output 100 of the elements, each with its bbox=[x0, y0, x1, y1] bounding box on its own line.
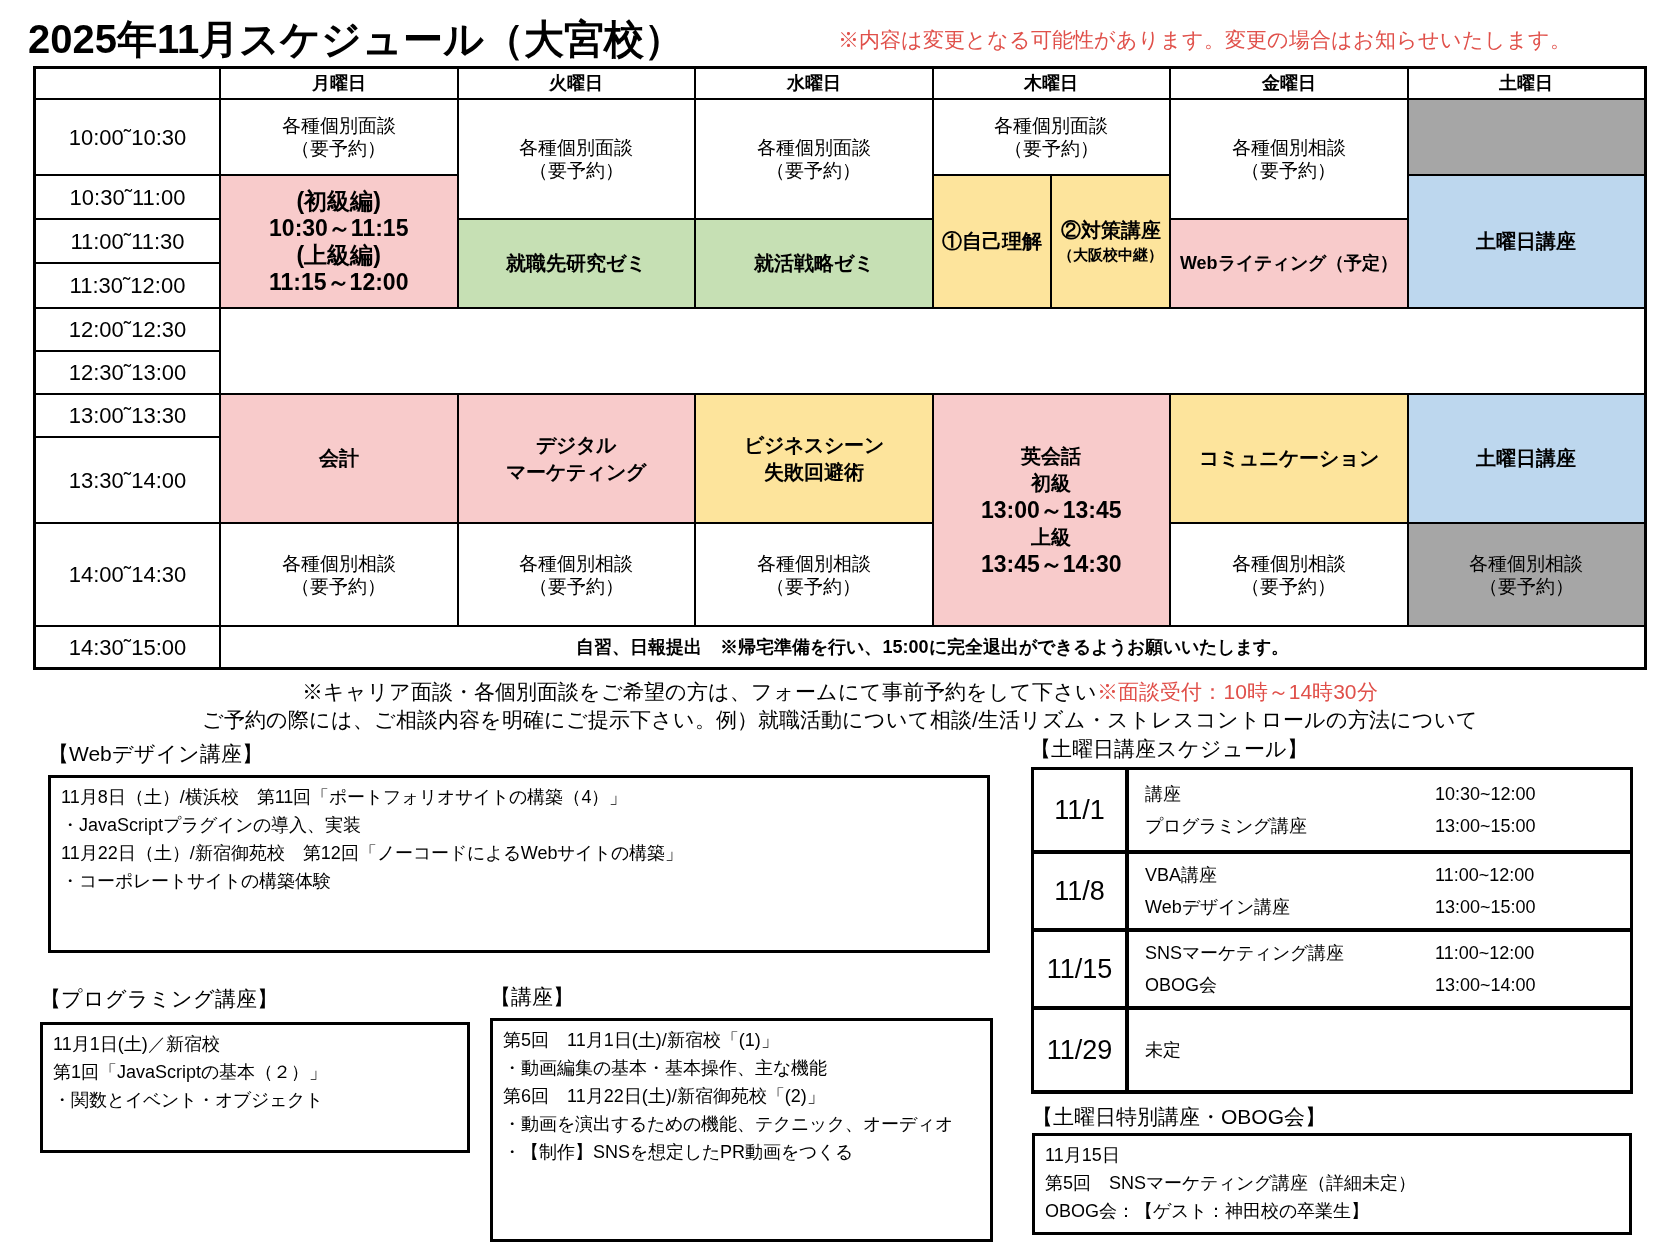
class-name: 上級 bbox=[1031, 524, 1072, 550]
course-time: 13:00~15:00 bbox=[1435, 815, 1536, 837]
time-slot: 10:30˜11:00 bbox=[69, 180, 186, 214]
section-heading: 【土曜日講座スケジュール】 bbox=[1030, 736, 1308, 762]
cell-text: 金曜日 bbox=[1261, 72, 1316, 95]
section-heading: 【講座】 bbox=[490, 984, 575, 1010]
info-text: ・【制作】SNSを想定したPR動画をつくる bbox=[503, 1141, 854, 1163]
info-text: ・動画編集の基本・基本操作、主な機能 bbox=[503, 1057, 828, 1079]
section-heading: 【土曜日特別講座・OBOG会】 bbox=[1032, 1104, 1327, 1130]
info-text: 11月1日(土)／新宿校 bbox=[53, 1033, 221, 1055]
class-name: (初級編) bbox=[296, 187, 381, 215]
cell-text: 土曜日 bbox=[1499, 72, 1554, 95]
cell-text: 各種個別相談 bbox=[519, 551, 634, 575]
info-text: ・関数とイベント・オブジェクト bbox=[53, 1089, 324, 1111]
info-text: 第5回 SNSマーケティング講座（詳細未定） bbox=[1045, 1172, 1418, 1194]
cell-text: 水曜日 bbox=[786, 72, 841, 95]
time-slot: 11:30˜12:00 bbox=[69, 269, 186, 302]
course-name: OBOG会 bbox=[1145, 974, 1218, 996]
class-name: マーケティング bbox=[506, 459, 647, 485]
class-name: 土曜日講座 bbox=[1476, 446, 1577, 471]
info-text: 11月22日（土）/新宿御苑校 第12回「ノーコードによるWebサイトの構築」 bbox=[61, 842, 685, 864]
info-text: 11月8日（土）/横浜校 第11回「ポートフォリオサイトの構築（4）」 bbox=[61, 786, 629, 808]
cell-text: 月曜日 bbox=[311, 72, 366, 95]
course-name: 未定 bbox=[1145, 1039, 1182, 1061]
class-name: 13:00～13:45 bbox=[980, 496, 1122, 524]
cell-text: （要予約） bbox=[1241, 574, 1337, 598]
info-text: ・JavaScriptプラグインの導入、実装 bbox=[61, 814, 363, 836]
course-name: Webデザイン講座 bbox=[1145, 896, 1291, 918]
section-heading: 【Webデザイン講座】 bbox=[48, 741, 264, 767]
info-text: ・コーポレートサイトの構築体験 bbox=[61, 870, 332, 892]
cell-text: 各種個別相談 bbox=[1469, 551, 1584, 575]
time-slot: 14:00˜14:30 bbox=[68, 558, 187, 591]
class-name: 失敗回避術 bbox=[763, 459, 864, 485]
class-name: 土曜日講座 bbox=[1476, 229, 1577, 254]
info-text: OBOG会：【ゲスト：神田校の卒業生】 bbox=[1045, 1200, 1370, 1222]
course-name: SNSマーケティング講座 bbox=[1145, 942, 1345, 964]
course-time: 13:00~15:00 bbox=[1435, 896, 1536, 918]
course-name: 講座 bbox=[1145, 783, 1182, 805]
note-text: ※面談受付：10時～14時30分 bbox=[1097, 679, 1378, 705]
cell-text: （要予約） bbox=[528, 574, 624, 598]
class-name: Webライティング（予定） bbox=[1179, 252, 1398, 275]
cell-text: 各種個別面談 bbox=[281, 114, 396, 137]
course-time: 10:30~12:00 bbox=[1435, 783, 1536, 805]
cell-text: （要予約） bbox=[528, 159, 624, 182]
note-text: ※キャリア面談・各個別面談をご希望の方は、フォームにて事前予約をして下さい bbox=[302, 679, 1098, 705]
time-slot: 13:00˜13:30 bbox=[68, 399, 187, 432]
cell-text: （要予約） bbox=[766, 159, 862, 182]
notice-text: ※内容は変更となる可能性があります。変更の場合はお知らせいたします。 bbox=[838, 27, 1571, 53]
cell-text: （要予約） bbox=[1003, 137, 1099, 160]
cell-text: 各種個別相談 bbox=[1231, 136, 1346, 159]
class-name: ①自己理解 bbox=[941, 229, 1042, 254]
info-text: 第6回 11月22日(土)/新宿御苑校「(2)」 bbox=[503, 1085, 826, 1107]
section-heading: 【プログラミング講座】 bbox=[40, 986, 279, 1012]
class-name: デジタル bbox=[536, 432, 617, 458]
class-name: (上級編) bbox=[296, 241, 381, 269]
class-name: 就職先研究ゼミ bbox=[506, 251, 647, 276]
class-name: 英会話 bbox=[1021, 443, 1082, 469]
note-text: ご予約の際には、ご相談内容を明確にご提示下さい。例）就職活動について相談/生活リズム・ストレスコントロールの方法について bbox=[202, 707, 1478, 733]
time-slot: 14:30˜15:00 bbox=[68, 630, 187, 664]
class-name: 就活戦略ゼミ bbox=[753, 251, 874, 276]
class-name: コミュニケーション bbox=[1198, 446, 1379, 471]
cell-text: 各種個別面談 bbox=[519, 136, 634, 159]
info-text: ・動画を演出するための機能、テクニック、オーディオ bbox=[503, 1113, 954, 1135]
time-slot: 10:00˜10:30 bbox=[68, 120, 187, 154]
time-slot: 13:30˜14:00 bbox=[68, 463, 187, 497]
class-name: ②対策講座 bbox=[1060, 217, 1161, 243]
cell-text: （要予約） bbox=[291, 137, 387, 160]
course-time: 13:00~14:00 bbox=[1435, 974, 1536, 996]
cell-note: （大阪校中継） bbox=[1058, 244, 1164, 265]
cell-text: （要予約） bbox=[1478, 574, 1574, 598]
class-name: 10:30～11:15 bbox=[269, 214, 409, 242]
class-name: 13:45～14:30 bbox=[980, 550, 1122, 578]
date-text: 11/8 bbox=[1054, 874, 1105, 908]
time-slot: 11:00˜11:30 bbox=[70, 224, 185, 258]
class-name: 11:15～12:00 bbox=[269, 268, 409, 296]
time-slot: 12:30˜13:00 bbox=[68, 356, 187, 389]
cell-text: 各種個別相談 bbox=[1231, 551, 1346, 575]
cell-text: （要予約） bbox=[1241, 159, 1337, 182]
info-text: 11月15日 bbox=[1045, 1144, 1121, 1166]
date-text: 11/1 bbox=[1054, 793, 1105, 827]
cell-text: 火曜日 bbox=[549, 72, 604, 95]
cell-text: 各種個別面談 bbox=[756, 136, 871, 159]
cell-text: 木曜日 bbox=[1024, 72, 1079, 95]
cell-text: 各種個別面談 bbox=[994, 114, 1109, 137]
time-slot: 12:00˜12:30 bbox=[68, 313, 187, 346]
info-text: 第1回「JavaScriptの基本（２）」 bbox=[53, 1061, 329, 1083]
class-name: ビジネスシーン bbox=[743, 432, 884, 458]
course-time: 11:00~12:00 bbox=[1435, 942, 1535, 964]
class-name: 会計 bbox=[318, 446, 359, 471]
course-name: プログラミング講座 bbox=[1145, 815, 1308, 837]
course-time: 11:00~12:00 bbox=[1435, 864, 1535, 886]
cell-text: （要予約） bbox=[766, 574, 862, 598]
cell-text: 各種個別相談 bbox=[756, 551, 871, 575]
cell-text: 各種個別相談 bbox=[281, 551, 396, 575]
cell-text: （要予約） bbox=[291, 574, 387, 598]
course-name: VBA講座 bbox=[1145, 864, 1219, 886]
page-title: 2025年11月スケジュール（大宮校） bbox=[28, 16, 685, 63]
cell-text: 自習、日報提出 ※帰宅準備を行い、15:00に完全退出ができるようお願いいたします。 bbox=[576, 635, 1289, 659]
date-text: 11/15 bbox=[1046, 952, 1113, 986]
class-name: 初級 bbox=[1031, 470, 1072, 496]
